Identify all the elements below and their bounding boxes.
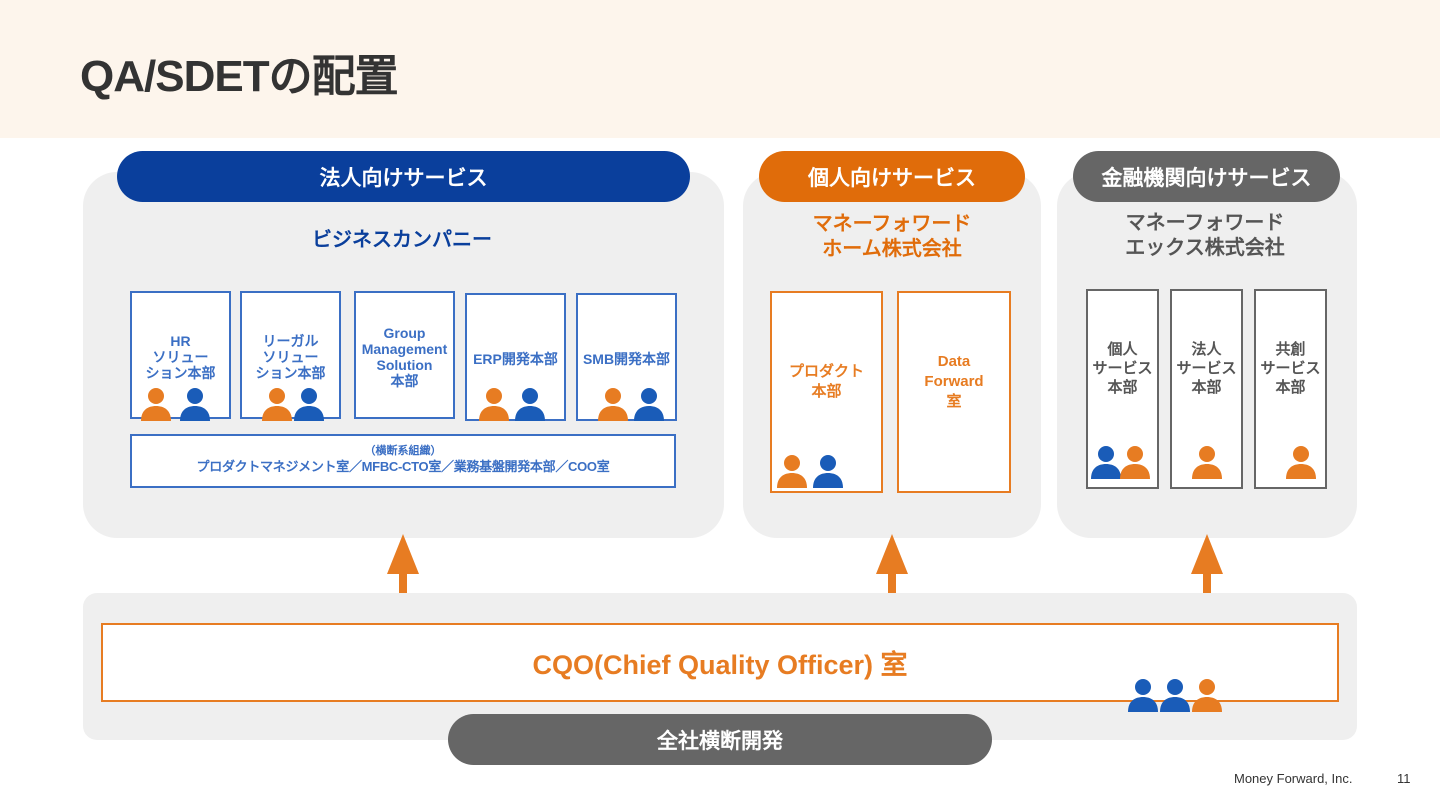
person-icon <box>178 387 212 421</box>
dept-label: HR ソリュー ション本部 <box>145 333 216 381</box>
cross-functional-orgs: （横断系組織） プロダクトマネジメント室／MFBC-CTO室／業務基盤開発本部／… <box>130 434 676 488</box>
dept-label: Group Management Solution 本部 <box>361 325 448 389</box>
dept-corporate-services: 法人 サービス 本部 <box>1170 289 1243 489</box>
header-band <box>0 0 1440 138</box>
dept-label: 個人 サービス 本部 <box>1092 340 1153 396</box>
dept-data-forward: Data Forward 室 <box>897 291 1011 493</box>
person-icon <box>260 387 294 421</box>
arrow-up-icon <box>876 534 908 606</box>
person-icon <box>1118 445 1152 479</box>
footer-company: Money Forward, Inc. <box>1234 771 1353 786</box>
page-number: 11 <box>1397 771 1411 786</box>
person-icon <box>1190 445 1224 479</box>
cross-functional-list: プロダクトマネジメント室／MFBC-CTO室／業務基盤開発本部／COO室 <box>196 459 610 474</box>
person-icon <box>811 454 845 488</box>
mf-home-company-line2: ホーム株式会社 <box>822 238 962 260</box>
person-icon <box>1158 678 1192 712</box>
corporate-services-pill: 法人向けサービス <box>117 151 690 202</box>
dept-personal-services: 個人 サービス 本部 <box>1086 289 1159 489</box>
person-icon <box>477 387 511 421</box>
dept-legal-solution: リーガル ソリュー ション本部 <box>240 291 341 419</box>
dept-co-creation-services: 共創 サービス 本部 <box>1254 289 1327 489</box>
cross-functional-sub: （横断系組織） <box>364 445 442 457</box>
dept-label: Data Forward 室 <box>924 353 984 410</box>
cqo-office-title: CQO(Chief Quality Officer) 室 <box>532 650 908 680</box>
dept-label: SMB開発本部 <box>582 351 671 367</box>
dept-smb: SMB開発本部 <box>576 293 677 421</box>
person-icon <box>513 387 547 421</box>
personal-services-pill: 個人向けサービス <box>759 151 1025 202</box>
financial-services-pill: 金融機関向けサービス <box>1073 151 1340 202</box>
dept-erp: ERP開発本部 <box>465 293 566 421</box>
dept-hr-solution: HR ソリュー ション本部 <box>130 291 231 419</box>
arrow-up-icon <box>1191 534 1223 612</box>
person-icon <box>632 387 666 421</box>
company-wide-dev-pill: 全社横断開発 <box>448 714 992 765</box>
mf-home-company-line1: マネーフォワード <box>812 213 972 235</box>
person-icon <box>1190 678 1224 712</box>
dept-label: プロダクト 本部 <box>788 363 864 400</box>
business-company-label: ビジネスカンパニー <box>312 229 492 251</box>
person-icon <box>775 454 809 488</box>
arrow-up-icon <box>387 534 419 608</box>
cqo-office-box: CQO(Chief Quality Officer) 室 <box>101 623 1339 702</box>
person-icon <box>1126 678 1160 712</box>
dept-label: 法人 サービス 本部 <box>1176 340 1237 396</box>
mf-x-company-line2: エックス株式会社 <box>1125 237 1285 259</box>
person-icon <box>1284 445 1318 479</box>
dept-label: リーガル ソリュー ション本部 <box>255 333 326 381</box>
dept-group-management: Group Management Solution 本部 <box>354 291 455 419</box>
page-title: QA/SDETの配置 <box>80 52 399 101</box>
dept-label: ERP開発本部 <box>473 351 558 367</box>
person-icon <box>292 387 326 421</box>
person-icon <box>596 387 630 421</box>
mf-x-company-line1: マネーフォワード <box>1125 212 1285 234</box>
person-icon <box>139 387 173 421</box>
dept-label: 共創 サービス 本部 <box>1260 340 1321 396</box>
